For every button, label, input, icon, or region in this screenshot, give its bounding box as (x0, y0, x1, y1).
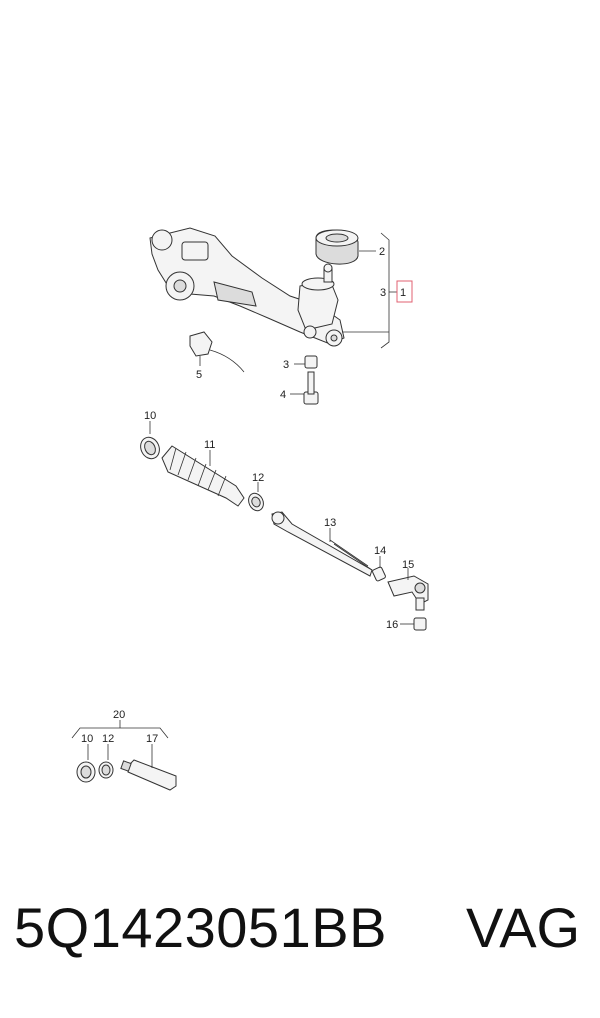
callout-4: 4 (280, 389, 286, 401)
tie-rod-end (387, 568, 429, 611)
parts-diagram: 1 2 3 3 4 5 10 11 12 13 14 15 16 20 10 1… (71, 227, 429, 791)
callout-10-kit: 10 (81, 733, 93, 745)
nut (294, 355, 318, 369)
callout-3-nut: 3 (283, 359, 289, 371)
part-number: 5Q1423051BB (14, 896, 387, 959)
assembly-bracket (342, 232, 413, 349)
lock-nut (372, 556, 386, 582)
callout-3-assembly: 3 (380, 287, 386, 299)
repair-kit-bracket (71, 720, 169, 739)
callout-16: 16 (386, 619, 398, 631)
callout-17: 17 (146, 733, 158, 745)
kit-clamp-12 (98, 744, 114, 779)
callout-13: 13 (324, 517, 336, 529)
steering-rack-assembly (149, 227, 345, 347)
clamp-10 (140, 421, 160, 460)
clamp-12 (248, 482, 264, 512)
tie-rod (271, 511, 373, 577)
callout-15: 15 (402, 559, 414, 571)
callout-10: 10 (144, 410, 156, 422)
callout-5: 5 (196, 369, 202, 381)
callout-12: 12 (252, 472, 264, 484)
callout-2: 2 (379, 246, 385, 258)
callout-20: 20 (113, 709, 125, 721)
brand-label: VAG (466, 896, 581, 959)
boot (161, 445, 245, 507)
kit-clamp-10 (76, 744, 96, 783)
grease-tube (120, 744, 177, 791)
callout-11: 11 (204, 439, 215, 451)
sensor-connector (189, 331, 245, 373)
caption: 5Q1423051BB VAG (0, 895, 600, 985)
nut-16 (400, 617, 427, 631)
callout-12-kit: 12 (102, 733, 114, 745)
callout-14: 14 (374, 545, 386, 557)
seal-ring (315, 229, 376, 265)
callout-labels: 1 2 3 3 4 5 10 11 12 13 14 15 16 20 10 1… (81, 246, 414, 745)
bolt (290, 371, 319, 405)
callout-1: 1 (400, 287, 406, 299)
